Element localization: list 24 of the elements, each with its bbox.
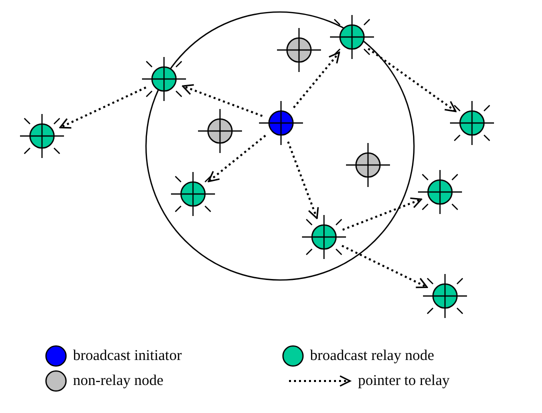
non-relay-node xyxy=(277,28,321,72)
arrow xyxy=(287,141,319,220)
relay-node xyxy=(142,57,186,101)
relay-node xyxy=(20,114,64,158)
arrow xyxy=(182,84,263,117)
legend-text: pointer to relay xyxy=(358,372,450,390)
initiator-node xyxy=(259,101,303,145)
legend-text: non-relay node xyxy=(73,372,164,390)
relay-node xyxy=(423,274,467,318)
range-circle xyxy=(145,11,415,281)
arrow xyxy=(368,48,456,112)
legend-text: broadcast initiator xyxy=(73,347,182,365)
arrow xyxy=(342,244,428,288)
non-relay-node xyxy=(198,109,242,153)
legend-text: broadcast relay node xyxy=(310,347,434,365)
arrow xyxy=(208,134,266,182)
relay-node xyxy=(418,170,462,214)
arrow xyxy=(59,86,146,129)
relay-node xyxy=(171,172,215,216)
arrow xyxy=(342,197,422,231)
arrow xyxy=(292,52,340,108)
relay-node xyxy=(302,215,346,259)
relay-node xyxy=(450,101,494,145)
non-relay-node xyxy=(346,143,390,187)
